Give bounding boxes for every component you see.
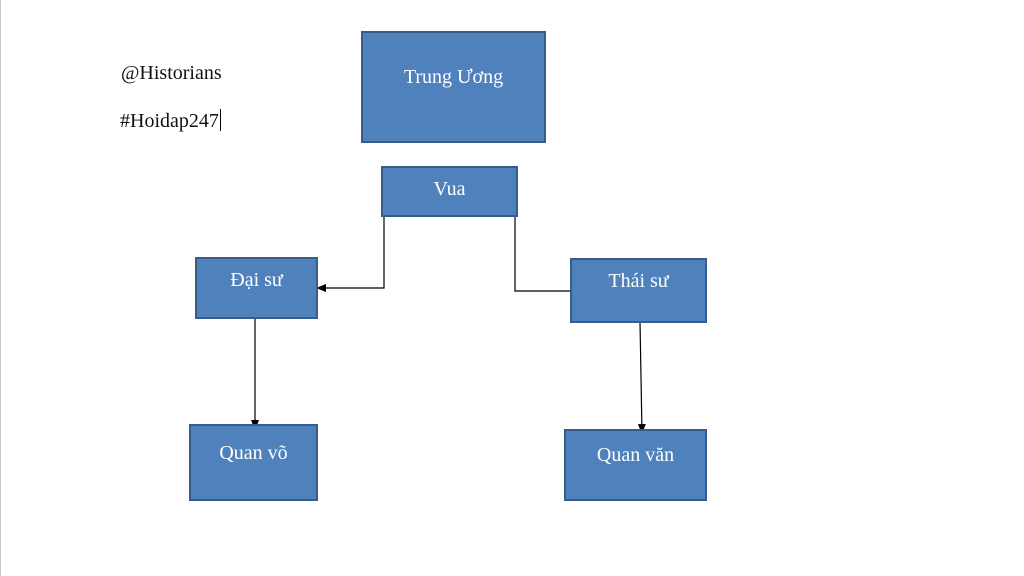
thai-su-label: Thái sư xyxy=(608,270,669,292)
vua-label: Vua xyxy=(433,178,466,200)
dai-su-box[interactable]: Đại sư xyxy=(195,257,318,319)
quan-vo-box[interactable]: Quan võ xyxy=(189,424,318,501)
connector-vua-to-thai-su xyxy=(514,216,581,295)
quan-vo-label: Quan võ xyxy=(219,442,288,464)
trung-uong-box[interactable]: Trung Ương xyxy=(361,31,546,143)
historians-text[interactable]: @Historians xyxy=(121,62,222,84)
thai-su-box[interactable]: Thái sư xyxy=(570,258,707,323)
hoidap-text: #Hoidap247 xyxy=(120,110,219,132)
trung-uong-label: Trung Ương xyxy=(403,66,504,88)
text-cursor xyxy=(219,109,221,131)
connector-thai-su-to-quan-van xyxy=(637,321,646,434)
vua-box[interactable]: Vua xyxy=(381,166,518,217)
connector-vua-to-dai-su xyxy=(316,216,385,292)
quan-van-box[interactable]: Quan văn xyxy=(564,429,707,501)
dai-su-label: Đại sư xyxy=(230,269,283,291)
hoidap-text-line[interactable]: #Hoidap247 xyxy=(120,109,221,133)
quan-van-label: Quan văn xyxy=(596,444,675,466)
page-left-edge xyxy=(0,0,1,576)
